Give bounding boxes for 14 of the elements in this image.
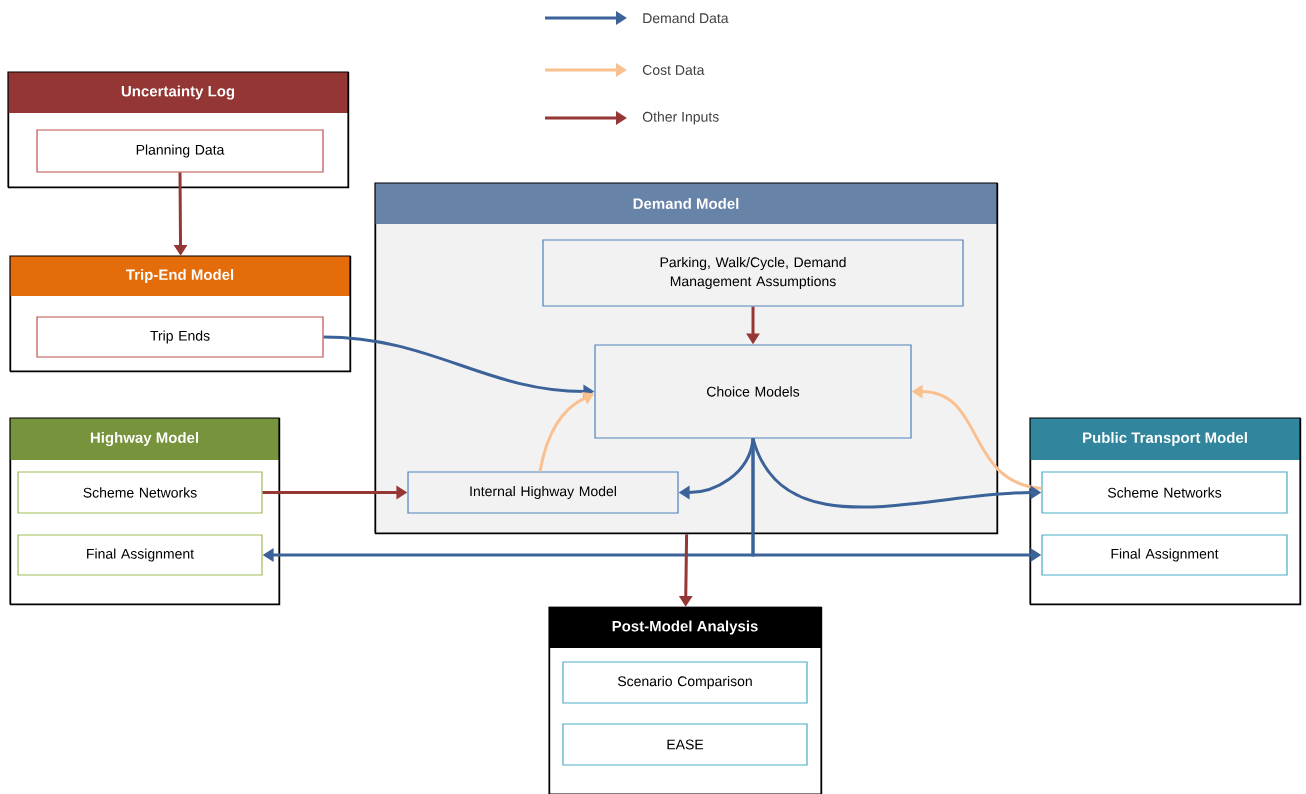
legend-label: Demand Data <box>643 12 729 24</box>
process-box: Scheme Networks <box>17 471 263 514</box>
process-box: Planning Data <box>36 129 324 173</box>
process-box: Trip Ends <box>36 316 324 358</box>
process-box: Internal Highway Model <box>407 471 679 514</box>
process-box: Scheme Networks <box>1041 471 1288 514</box>
process-box: EASE <box>562 723 808 766</box>
process-box: Choice Models <box>594 344 912 439</box>
process-box: Scenario Comparison <box>562 661 808 704</box>
legend-label: Other Inputs <box>642 111 719 125</box>
process-box: Final Assignment <box>17 534 263 576</box>
legend-label: Cost Data <box>642 65 705 75</box>
process-box: Parking, Walk/Cycle, Demand Management Assumptions <box>542 239 964 307</box>
process-box: Final Assignment <box>1041 534 1288 576</box>
